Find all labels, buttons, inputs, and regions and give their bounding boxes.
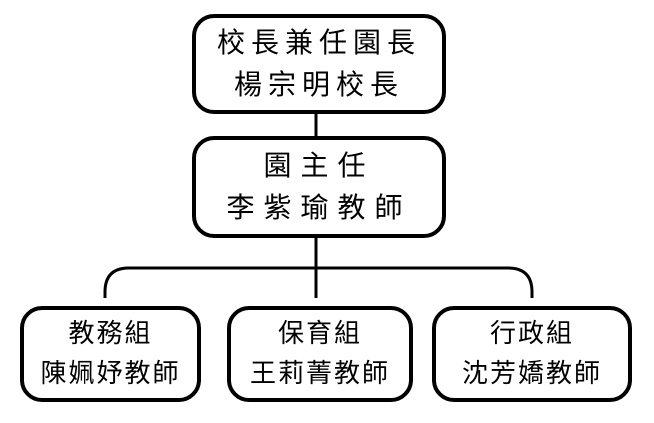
dept-title: 教務組 bbox=[68, 319, 153, 349]
connector-departments-bracket bbox=[103, 266, 534, 298]
dept-person-name: 沈芳嬌教師 bbox=[461, 359, 602, 389]
org-node-principal: 校長兼任園長 楊宗明校長 bbox=[192, 14, 446, 114]
org-node-childcare: 保育組 王莉菁教師 bbox=[227, 306, 413, 402]
dept-title: 保育組 bbox=[277, 319, 362, 349]
dept-person-name: 陳姵妤教師 bbox=[40, 359, 181, 389]
director-role-title: 園主任 bbox=[263, 149, 375, 182]
dept-person-name: 王莉菁教師 bbox=[249, 359, 390, 389]
principal-role-title: 校長兼任園長 bbox=[216, 26, 421, 59]
org-node-administration: 行政組 沈芳嬌教師 bbox=[432, 306, 632, 402]
principal-person-name: 楊宗明校長 bbox=[233, 68, 404, 101]
dept-title: 行政組 bbox=[489, 319, 574, 349]
org-node-academic-affairs: 教務組 陳姵妤教師 bbox=[20, 306, 201, 402]
org-node-director: 園主任 李紫瑜教師 bbox=[192, 136, 446, 238]
director-person-name: 李紫瑜教師 bbox=[226, 191, 412, 224]
